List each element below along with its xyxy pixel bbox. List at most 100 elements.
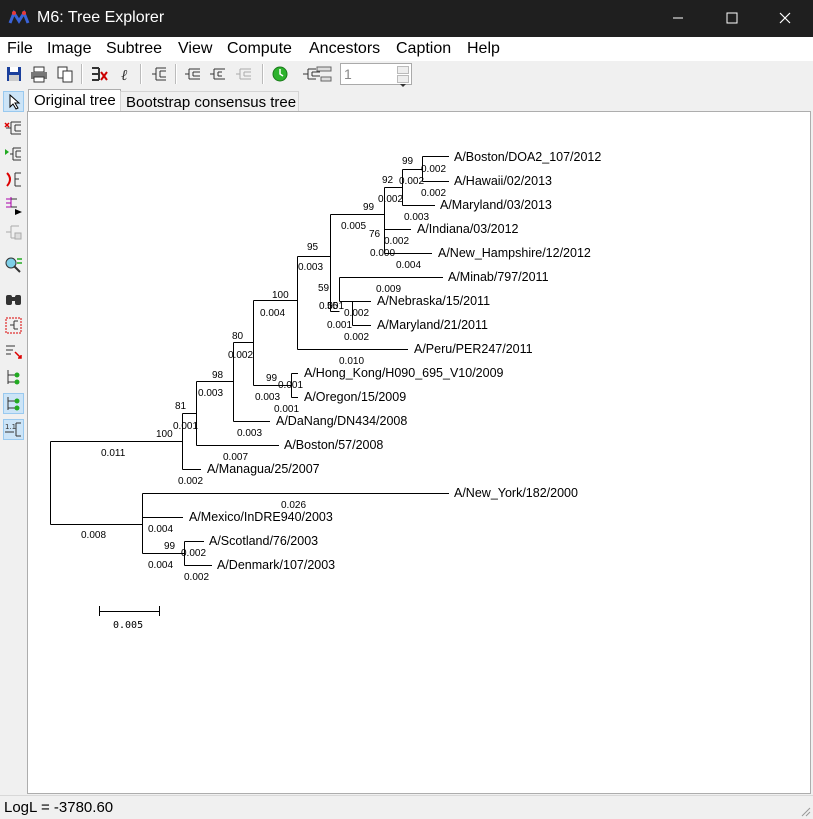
taxon-label[interactable]: A/Managua/25/2007 (207, 462, 320, 476)
taxon-label[interactable]: A/Boston/57/2008 (284, 438, 383, 452)
branch-length-label: 0.011 (101, 448, 126, 459)
branch-length-label: 0.002 (181, 548, 206, 559)
branch-length-label: 0.004 (148, 560, 173, 571)
branch-length-label: 0.002 (184, 572, 209, 583)
taxon-label[interactable]: A/Maryland/03/2013 (440, 198, 552, 212)
tab-bootstrap-consensus[interactable]: Bootstrap consensus tree (120, 91, 299, 112)
bootstrap-label: 99 (363, 202, 375, 213)
taxon-label[interactable]: A/Mexico/InDRE940/2003 (189, 510, 333, 524)
taxon-label[interactable]: A/Minab/797/2011 (448, 270, 549, 284)
taxon-label[interactable]: A/Nebraska/15/2011 (377, 294, 490, 308)
bootstrap-values: 99 92 99 76 95 59 55 100 80 99 98 81 100… (156, 156, 414, 552)
branch-length-label: 0.002 (228, 350, 253, 361)
bootstrap-label: 55 (327, 301, 339, 312)
tab-bootstrap-label: Bootstrap consensus tree (126, 94, 297, 111)
taxon-labels: A/Boston/DOA2_107/2012 A/Hawaii/02/2013 … (189, 150, 601, 572)
taxon-label[interactable]: A/Denmark/107/2003 (217, 558, 335, 572)
window-title: M6: Tree Explorer (37, 9, 165, 26)
menu-bar: File Image Subtree View Compute Ancestor… (0, 37, 813, 61)
subtree-icon[interactable] (149, 64, 169, 84)
align-left-icon[interactable] (183, 64, 203, 84)
left-toolbar: 1.1 (0, 88, 26, 794)
branch-info-icon[interactable] (3, 367, 24, 388)
menu-image[interactable]: Image (47, 40, 92, 57)
taxon-label[interactable]: A/Indiana/03/2012 (417, 222, 519, 236)
save-icon[interactable] (4, 64, 24, 84)
bootstrap-label: 99 (402, 156, 414, 167)
taxon-label[interactable]: A/Maryland/21/2011 (377, 318, 488, 332)
font-icon[interactable]: ℓ (115, 64, 135, 84)
tree-canvas[interactable]: A/Boston/DOA2_107/2012 A/Hawaii/02/2013 … (27, 111, 811, 794)
bootstrap-label: 80 (232, 331, 244, 342)
spin-input[interactable]: 1 (340, 63, 412, 87)
menu-subtree[interactable]: Subtree (106, 40, 163, 57)
branch-length-label: 0.001 (173, 421, 198, 432)
tree-layout-icon[interactable] (300, 64, 334, 84)
branch-length-label: 0.002 (421, 188, 446, 199)
flip-subtree-icon[interactable] (3, 117, 24, 138)
branch-length-label: 0.001 (274, 404, 299, 415)
branch-length-label: 0.001 (319, 301, 344, 312)
branch-length-label: 0.001 (278, 380, 303, 391)
tree-options-icon[interactable] (89, 64, 109, 84)
copy-icon[interactable] (55, 64, 75, 84)
branch-length-label: 0.004 (260, 308, 285, 319)
align-disabled-icon[interactable] (234, 64, 254, 84)
align-right-icon[interactable] (208, 64, 228, 84)
taxon-label[interactable]: A/DaNang/DN434/2008 (276, 414, 407, 428)
clock-icon[interactable] (270, 64, 290, 84)
bootstrap-label: 76 (369, 229, 381, 240)
taxon-label[interactable]: A/New_Hampshire/12/2012 (438, 246, 591, 260)
bootstrap-label: 95 (307, 242, 319, 253)
root-icon[interactable] (3, 143, 24, 164)
minimize-button[interactable] (651, 0, 705, 37)
search-zoom-icon[interactable] (3, 255, 24, 276)
branch-length-label: 0.000 (370, 248, 395, 259)
branch-length-label: 0.003 (237, 428, 262, 439)
scale-bar (99, 606, 160, 616)
spin-up-button[interactable] (397, 66, 409, 79)
taxon-label[interactable]: A/Hong_Kong/H090_695_V10/2009 (304, 366, 504, 380)
mega-app-icon (8, 9, 30, 24)
scale-icon[interactable]: 1.1 (3, 419, 24, 440)
taxon-label[interactable]: A/Scotland/76/2003 (209, 534, 318, 548)
tree-branches (50, 156, 449, 616)
pointer-icon[interactable] (3, 91, 24, 112)
menu-help[interactable]: Help (467, 40, 500, 57)
find-icon[interactable] (3, 289, 24, 310)
swap-icon[interactable] (3, 169, 24, 190)
branch-length-label: 0.002 (378, 194, 403, 205)
spin-down-button[interactable] (397, 75, 409, 87)
toolbar-separator (175, 64, 177, 84)
print-icon[interactable] (29, 64, 49, 84)
branch-length-label: 0.010 (339, 356, 364, 367)
status-bar: LogL = -3780.60 (0, 795, 813, 819)
branch-length-icon[interactable] (3, 393, 24, 414)
taxon-label[interactable]: A/Peru/PER247/2011 (414, 342, 533, 356)
branch-length-label: 0.008 (81, 530, 106, 541)
menu-ancestors[interactable]: Ancestors (309, 40, 381, 57)
taxon-label[interactable]: A/Hawaii/02/2013 (454, 174, 552, 188)
scale-bar-label: 0.005 (113, 620, 143, 631)
menu-view[interactable]: View (178, 40, 213, 57)
tab-original-tree[interactable]: Original tree (28, 89, 121, 112)
tab-original-label: Original tree (34, 92, 116, 109)
maximize-button[interactable] (705, 0, 759, 37)
branch-length-label: 0.004 (148, 524, 173, 535)
branch-length-label: 0.002 (384, 236, 409, 247)
disabled-icon[interactable] (3, 221, 24, 242)
close-button[interactable] (759, 0, 813, 37)
resize-grip-icon[interactable] (801, 807, 811, 817)
taxon-label[interactable]: A/Oregon/15/2009 (304, 390, 406, 404)
menu-file[interactable]: File (7, 40, 33, 57)
bootstrap-label: 92 (382, 175, 394, 186)
taxon-label[interactable]: A/New_York/182/2000 (454, 486, 578, 500)
sort-icon[interactable] (3, 341, 24, 362)
spin-value: 1 (344, 66, 352, 82)
title-bar: M6: Tree Explorer (0, 0, 813, 37)
select-icon[interactable] (3, 315, 24, 336)
menu-compute[interactable]: Compute (227, 40, 292, 57)
taxon-label[interactable]: A/Boston/DOA2_107/2012 (454, 150, 601, 164)
menu-caption[interactable]: Caption (396, 40, 452, 57)
compress-icon[interactable] (3, 195, 24, 216)
